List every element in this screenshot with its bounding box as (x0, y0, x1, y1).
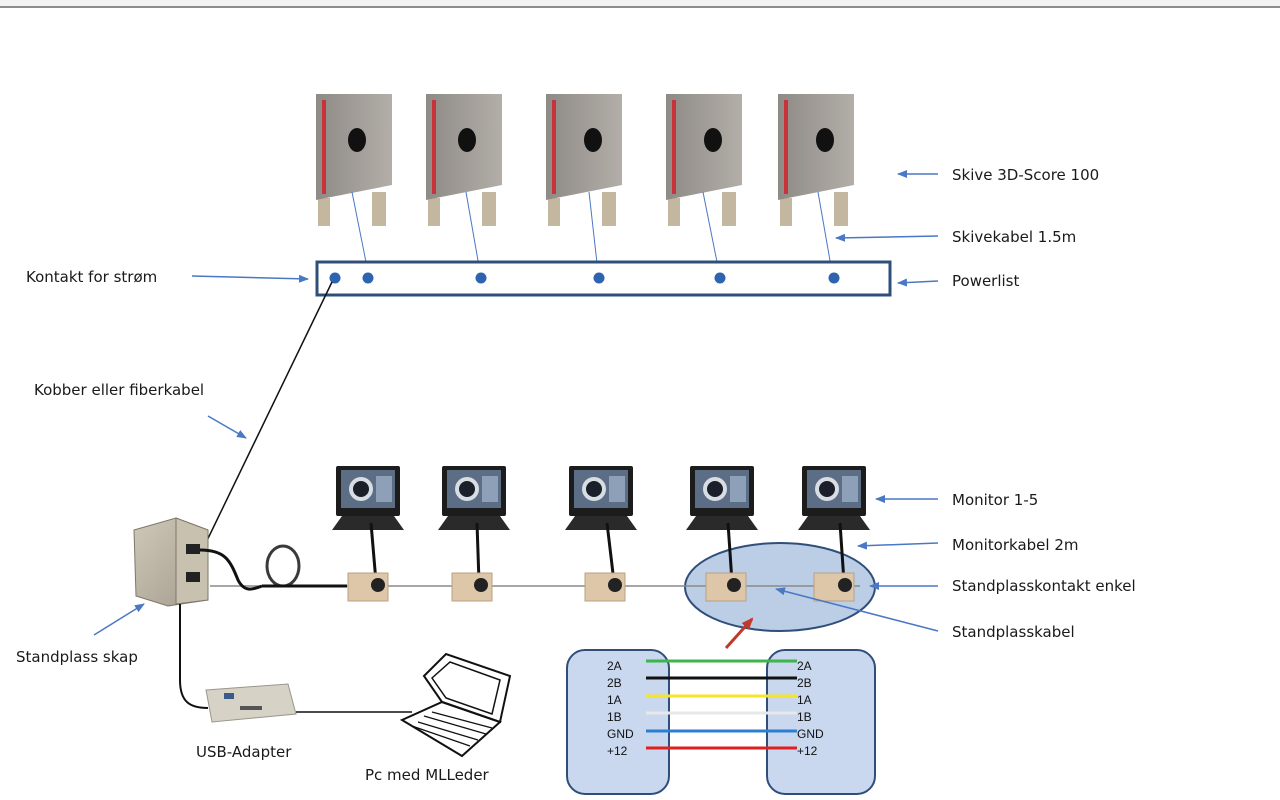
pin-right-4: 1B (797, 710, 812, 724)
label-standplasskabel: Standplasskabel (952, 623, 1075, 641)
wiring-box-left (566, 649, 670, 795)
label-monitorkabel: Monitorkabel 2m (952, 536, 1079, 554)
label-pc: Pc med MLLeder (365, 766, 489, 784)
target-1 (316, 94, 392, 273)
pin-right-5: GND (797, 727, 824, 741)
wiring-box-right (766, 649, 876, 795)
target-port-4 (714, 272, 726, 284)
pin-right-6: +12 (797, 744, 818, 758)
standplass-connectors (347, 572, 855, 602)
pin-left-6: +12 (607, 744, 628, 758)
pin-right-2: 2B (797, 676, 812, 690)
laptop (399, 652, 512, 758)
monitor-4 (686, 466, 758, 583)
pin-left-2: 2B (607, 676, 622, 690)
target-4 (666, 94, 742, 273)
label-skap: Standplass skap (16, 648, 138, 666)
pin-left-5: GND (607, 727, 634, 741)
usb-adapter (205, 683, 412, 723)
wire-lines (646, 659, 797, 750)
pin-right-1: 2A (797, 659, 812, 673)
target-port-2 (475, 272, 487, 284)
usb-cable (179, 604, 209, 709)
power-port (329, 272, 341, 284)
pin-left-4: 1B (607, 710, 622, 724)
target-3 (546, 94, 622, 273)
copper-fiber-cable (185, 281, 333, 585)
target-port-3 (593, 272, 605, 284)
label-usb: USB-Adapter (196, 743, 292, 761)
pin-left-3: 1A (607, 693, 622, 707)
monitor-5 (798, 466, 870, 583)
pin-left-1: 2A (607, 659, 622, 673)
label-monitor: Monitor 1-5 (952, 491, 1039, 509)
pin-right-3: 1A (797, 693, 812, 707)
powerlist (315, 260, 892, 297)
pointer-arrows (93, 170, 939, 636)
label-skivekabel: Skivekabel 1.5m (952, 228, 1077, 246)
target-5 (778, 94, 854, 273)
monitor-3 (565, 466, 637, 583)
target-port-5 (828, 272, 840, 284)
label-kontakt: Kontakt for strøm (26, 268, 158, 286)
label-skive: Skive 3D-Score 100 (952, 166, 1100, 184)
label-kobber: Kobber eller fiberkabel (34, 381, 205, 399)
monitor-2 (438, 466, 510, 583)
standplass-cabinet (133, 517, 347, 607)
monitor-1 (332, 466, 404, 583)
label-standplasskontakt: Standplasskontakt enkel (952, 577, 1136, 595)
target-2 (426, 94, 502, 273)
window-top-border (0, 0, 1280, 8)
label-powerlist: Powerlist (952, 272, 1020, 290)
red-pointer-arrow (724, 617, 754, 650)
target-port-1 (362, 272, 374, 284)
